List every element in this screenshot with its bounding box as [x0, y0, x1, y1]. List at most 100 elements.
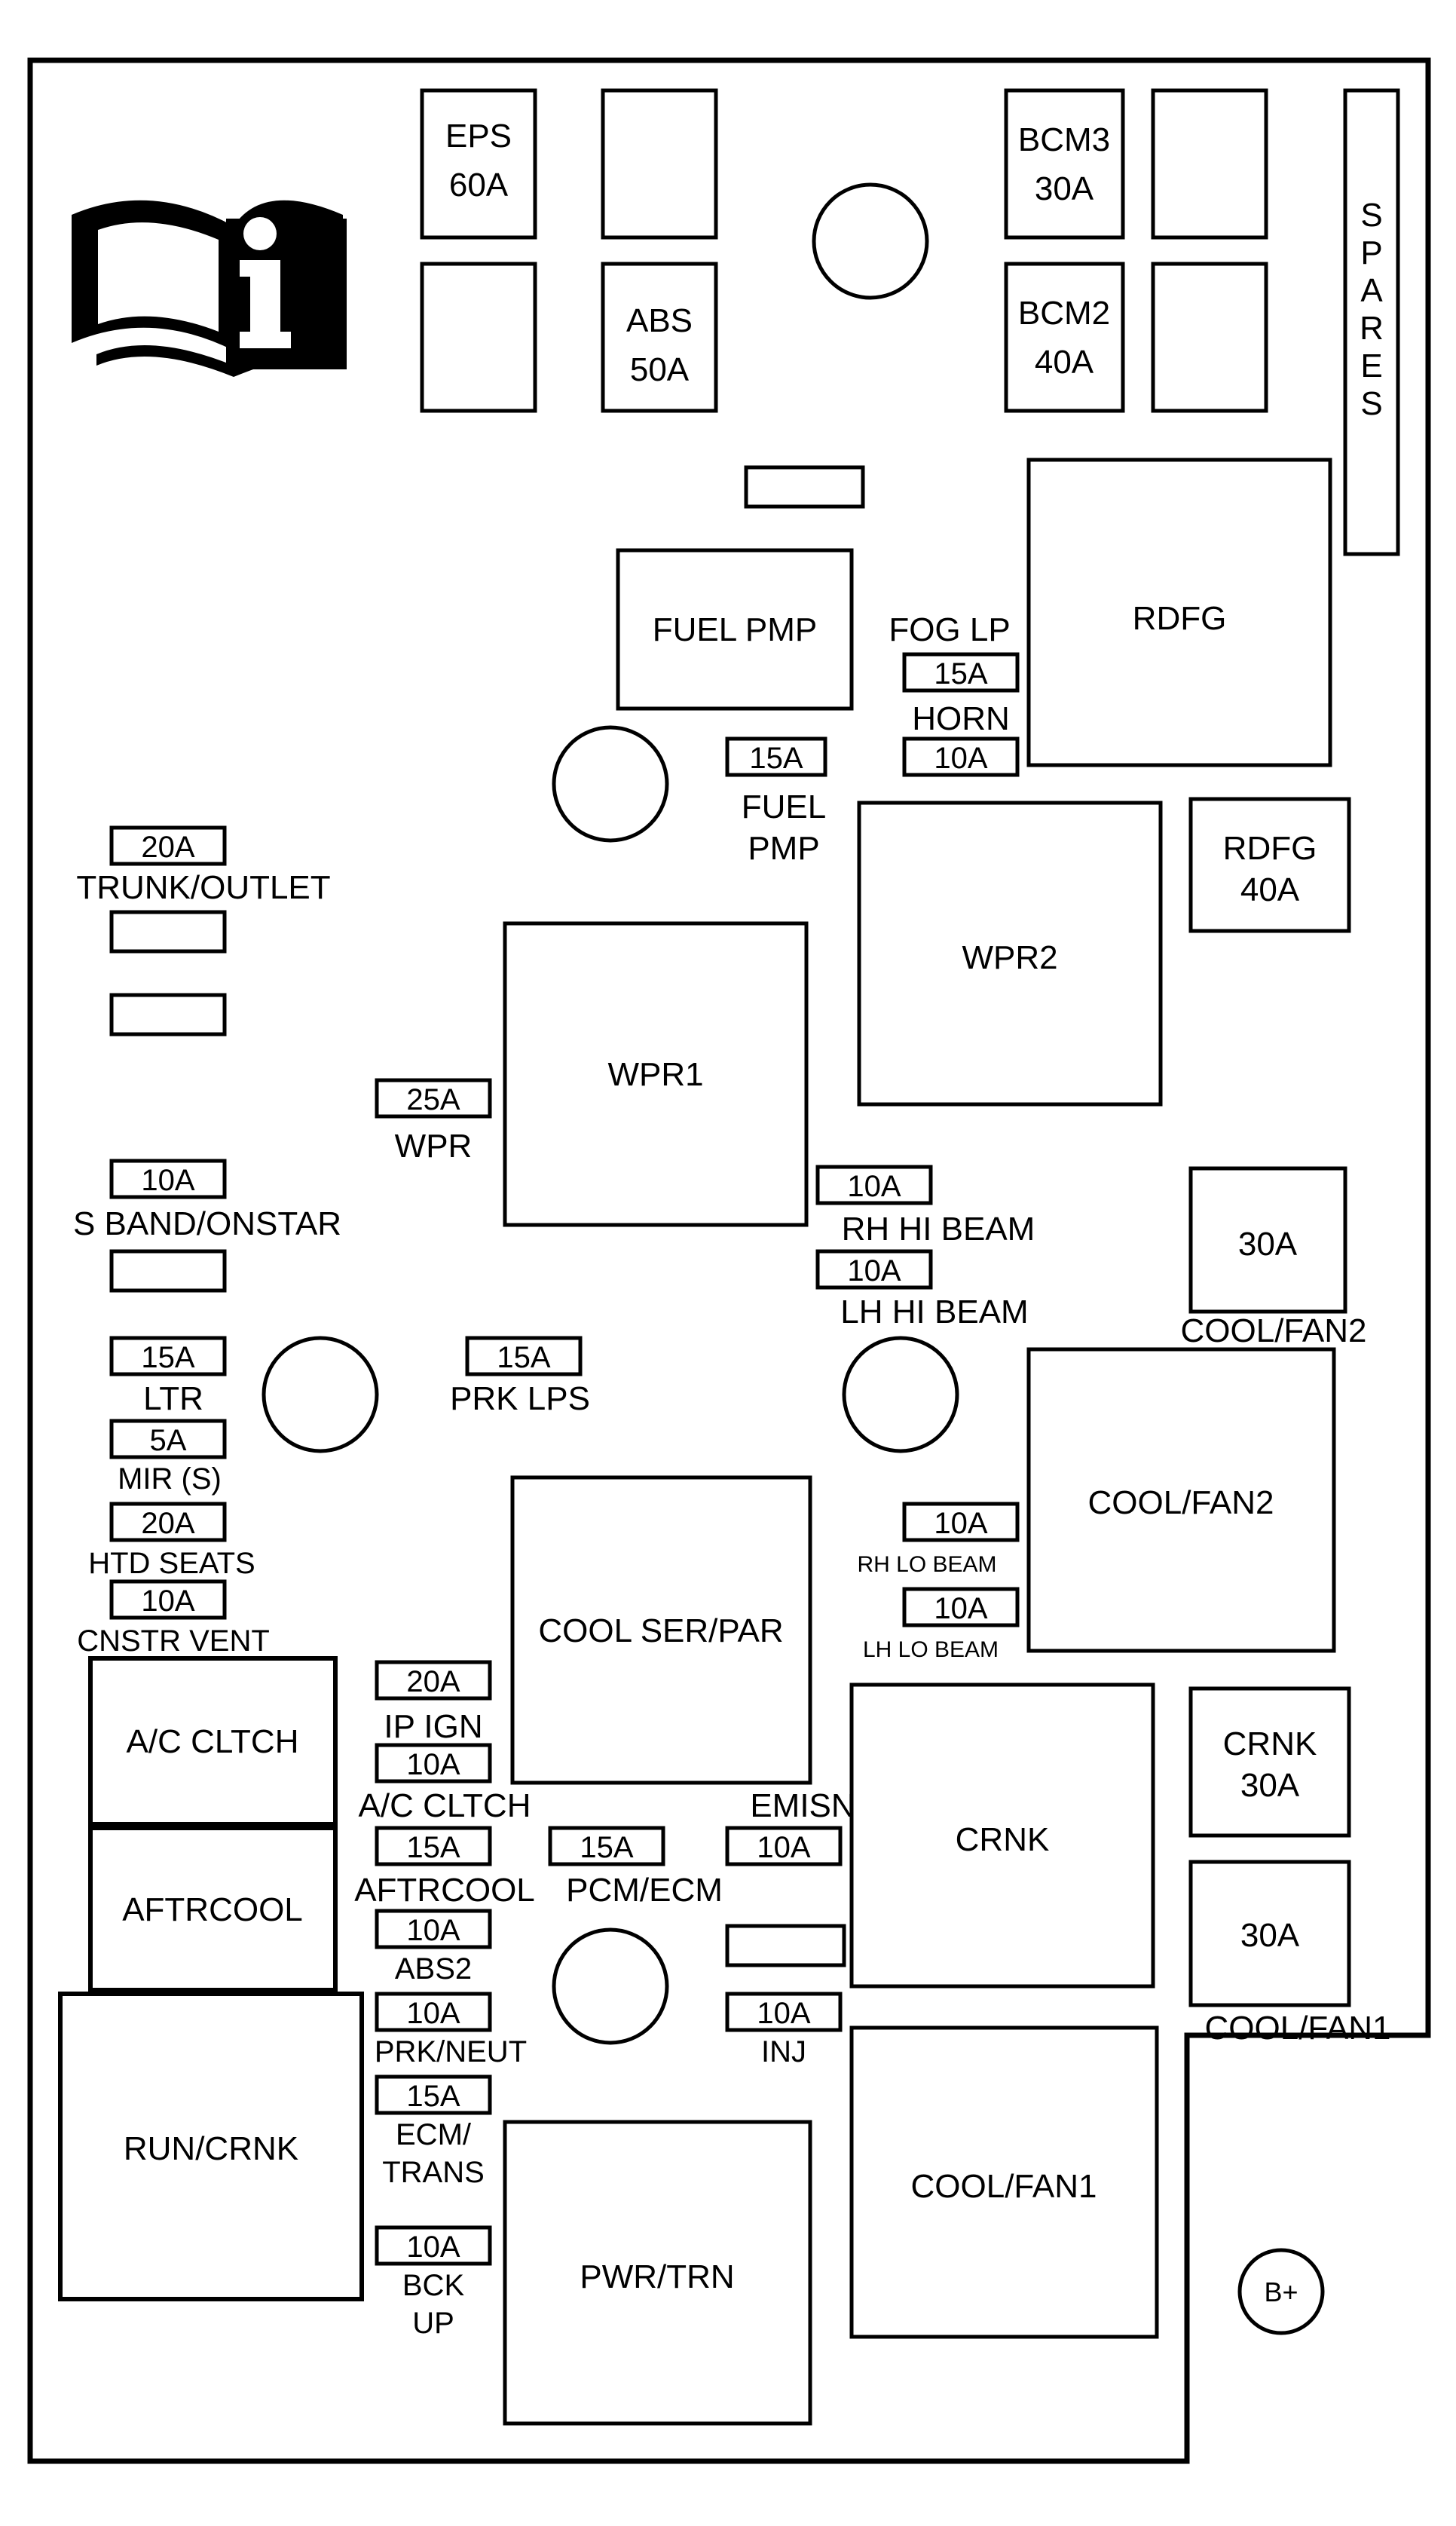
- mini-fuse-empty-slot: [109, 993, 227, 1036]
- maxi-fuse-abs: [601, 262, 718, 413]
- fuse-s-band: [109, 1159, 227, 1199]
- relay-pwr-trn-label: PWR/TRN: [580, 2258, 734, 2295]
- mounting-hole: [552, 1927, 669, 2045]
- fuse-prk-neut-label: PRK/NEUT: [375, 2035, 527, 2068]
- relay-aftrcool: [88, 1826, 338, 1992]
- fuse-bck-up-rating: 10A: [406, 2231, 460, 2264]
- relay-wpr2: [857, 801, 1163, 1107]
- mounting-hole: [262, 1336, 379, 1453]
- fuse-ecm-trans-label-1: ECM/: [396, 2118, 472, 2151]
- relay-cool-fan2: [1026, 1347, 1336, 1653]
- fuse-prk-lps: [465, 1336, 583, 1376]
- relay-rdfg-label: RDFG: [1133, 600, 1227, 637]
- fuse-cnstr-vent-rating: 10A: [141, 1584, 194, 1618]
- mini-fuse-empty-slot: [725, 1924, 846, 1967]
- relay-crnk: [849, 1682, 1155, 1989]
- maxi-fuse-bcm2-rating: 40A: [1035, 344, 1094, 381]
- relay-cool-ser-par: [510, 1475, 812, 1785]
- spares-letter: A: [1360, 272, 1383, 309]
- relay-wpr1-label: WPR1: [607, 1056, 703, 1093]
- maxi-fuse-crnk: [1188, 1686, 1351, 1838]
- fuse-ac-cltch-label: A/C CLTCH: [359, 1787, 531, 1824]
- fuse-trunk-outlet: [109, 825, 227, 866]
- fuse-fuel-pmp-label-1: FUEL: [742, 788, 826, 825]
- fuse-prk-lps-rating: 15A: [497, 1341, 550, 1374]
- fuse-pcm-ecm: [548, 1826, 665, 1866]
- relay-ac-cltch: [88, 1656, 338, 1826]
- owner-manual-info-icon: [72, 200, 347, 377]
- fuse-fog-lp-rating: 15A: [934, 657, 987, 690]
- fuse-fuel-pmp: [725, 736, 827, 777]
- fuse-horn-label: HORN: [912, 700, 1010, 737]
- fuse-pcm-ecm-label: PCM/ECM: [566, 1872, 723, 1909]
- maxi-fuse-rdfg-name: RDFG: [1223, 830, 1317, 867]
- maxi-fuse-cool-fan2-rating: 30A: [1238, 1226, 1298, 1263]
- maxi-fuse-cool-fan2-label: COOL/FAN2: [1181, 1312, 1367, 1349]
- battery-terminal: [1237, 2248, 1325, 2335]
- fuse-rh-lo-beam: [902, 1502, 1020, 1542]
- mini-fuse-empty-slot: [744, 465, 865, 509]
- maxi-fuse-rdfg: [1188, 797, 1351, 933]
- fuse-ltr: [109, 1336, 227, 1376]
- spares-letter: E: [1360, 348, 1382, 384]
- fuse-rh-lo-beam-label: RH LO BEAM: [857, 1552, 996, 1577]
- mounting-hole: [842, 1336, 959, 1453]
- fuse-ltr-rating: 15A: [141, 1341, 194, 1374]
- fuse-fuel-pmp-rating: 15A: [749, 742, 803, 775]
- fuse-htd-seats-label: HTD SEATS: [88, 1547, 255, 1580]
- fuse-rh-hi-beam-label: RH HI BEAM: [842, 1211, 1035, 1248]
- fuse-abs2-rating: 10A: [406, 1914, 460, 1947]
- relay-cool-fan1: [849, 2025, 1159, 2339]
- spares-letter: S: [1360, 385, 1382, 422]
- fuse-ltr-label: LTR: [143, 1380, 203, 1417]
- fuse-emisn-rating: 10A: [757, 1831, 810, 1864]
- relay-run-crnk-label: RUN/CRNK: [124, 2130, 298, 2167]
- spares-letter: P: [1360, 234, 1382, 271]
- fuse-bck-up-label-2: UP: [412, 2307, 454, 2340]
- fuse-ac-cltch: [375, 1743, 492, 1784]
- fuse-cnstr-vent-label: CNSTR VENT: [77, 1624, 270, 1658]
- fuse-prk-neut: [375, 1992, 492, 2032]
- relay-rdfg: [1026, 458, 1332, 767]
- fuse-fog-lp-label: FOG LP: [889, 611, 1010, 648]
- fuse-s-band-rating: 10A: [141, 1164, 194, 1197]
- fuse-lh-lo-beam-rating: 10A: [934, 1592, 987, 1625]
- fuse-ip-ign-rating: 20A: [406, 1665, 460, 1698]
- maxi-fuse-empty-slot: [601, 88, 718, 240]
- fuse-htd-seats-rating: 20A: [141, 1507, 194, 1540]
- spares-letter: R: [1360, 310, 1384, 347]
- fuse-ip-ign-label: IP IGN: [384, 1708, 482, 1745]
- maxi-fuse-abs-name: ABS: [626, 302, 693, 339]
- maxi-fuse-crnk-rating: 30A: [1240, 1767, 1300, 1804]
- relay-fuel-pmp-label: FUEL PMP: [653, 611, 817, 648]
- fuse-mir: [109, 1419, 227, 1459]
- maxi-fuse-cool-fan1: [1188, 1860, 1351, 2007]
- relay-pwr-trn: [503, 2120, 812, 2426]
- fuse-prk-lps-label: PRK LPS: [450, 1380, 590, 1417]
- fuse-aftrcool-label: AFTRCOOL: [354, 1872, 535, 1909]
- fuse-horn-rating: 10A: [934, 742, 987, 775]
- battery-terminal-label: B+: [1264, 2276, 1298, 2307]
- mini-fuse-empty-slot: [109, 910, 227, 954]
- fuse-lh-hi-beam-rating: 10A: [847, 1254, 901, 1287]
- fuse-bck-up: [375, 2225, 492, 2266]
- fuse-inj-label: INJ: [761, 2035, 806, 2068]
- relay-cool-fan2-label: COOL/FAN2: [1088, 1484, 1274, 1521]
- maxi-fuse-eps: [420, 88, 537, 240]
- fuse-lh-hi-beam: [815, 1249, 933, 1290]
- fuse-ecm-trans-label-2: TRANS: [382, 2156, 485, 2189]
- fuse-abs2: [375, 1909, 492, 1949]
- fuse-pcm-ecm-rating: 15A: [580, 1831, 633, 1864]
- fuse-ecm-trans-rating: 15A: [406, 2080, 460, 2113]
- fuse-ip-ign: [375, 1660, 492, 1701]
- fuse-lh-hi-beam-label: LH HI BEAM: [840, 1294, 1028, 1330]
- fuse-aftrcool: [375, 1826, 492, 1866]
- relay-cool-ser-par-label: COOL SER/PAR: [538, 1612, 783, 1649]
- maxi-fuse-bcm3-name: BCM3: [1018, 121, 1110, 158]
- maxi-fuse-empty-slot: [1151, 88, 1268, 240]
- fuse-ecm-trans: [375, 2074, 492, 2115]
- fuse-inj-rating: 10A: [757, 1997, 810, 2030]
- fuse-lh-lo-beam: [902, 1587, 1020, 1627]
- fuse-bck-up-label-1: BCK: [402, 2269, 465, 2302]
